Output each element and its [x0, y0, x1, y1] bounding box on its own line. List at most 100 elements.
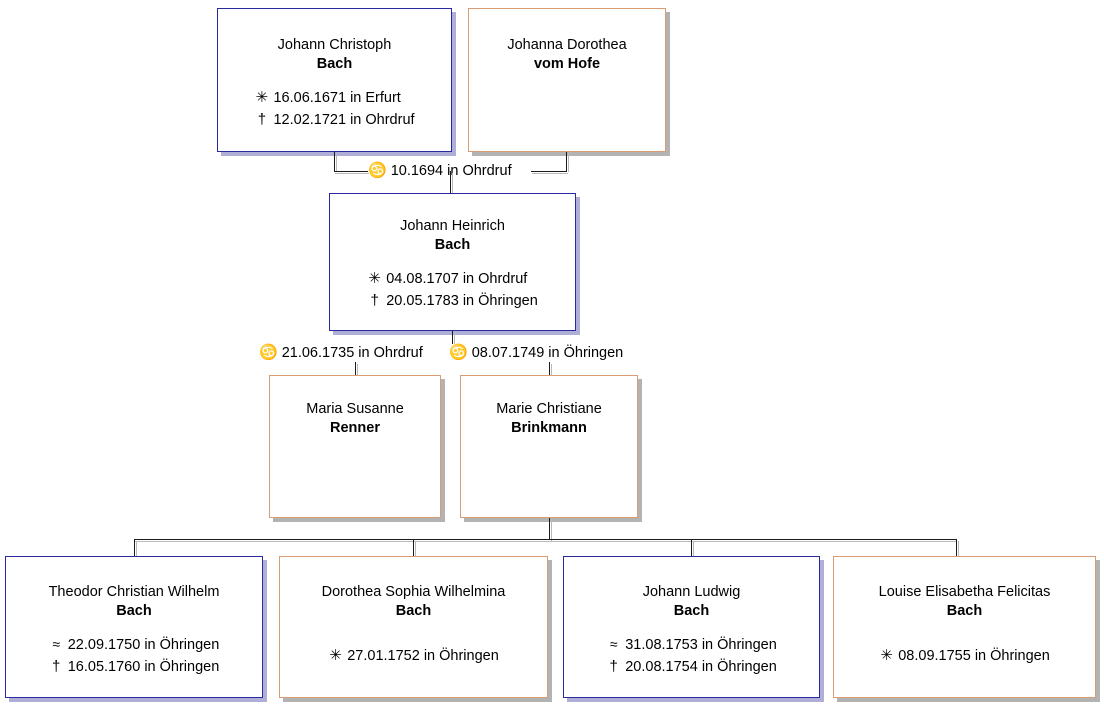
connector-shadow	[532, 173, 568, 174]
person-events: ≈ 31.08.1753 in Öhringen † 20.08.1754 in…	[606, 634, 777, 678]
person-box-dorothea-sophia-wilhelmina-bach[interactable]: Dorothea Sophia Wilhelmina Bach ✳ 27.01.…	[279, 556, 548, 698]
event-baptism: ≈ 31.08.1753 in Öhringen	[606, 634, 777, 656]
person-given-name: Maria Susanne	[306, 401, 404, 417]
person-given-name: Johann Ludwig	[642, 584, 741, 600]
sibling-bus-line	[134, 539, 956, 540]
person-surname: Bach	[434, 237, 471, 253]
person-events: ✳ 04.08.1707 in Ohrdruf † 20.05.1783 in …	[367, 268, 538, 312]
event-birth: ✳ 16.06.1671 in Erfurt	[254, 87, 414, 109]
event-birth: ✳ 04.08.1707 in Ohrdruf	[367, 268, 538, 290]
person-given-name: Johanna Dorothea	[507, 37, 627, 53]
person-surname: Brinkmann	[511, 420, 587, 436]
marriage-icon: ♋	[259, 344, 278, 361]
event-text: 16.05.1760 in Öhringen	[67, 659, 220, 675]
event-text: 16.06.1671 in Erfurt	[273, 90, 401, 106]
person-surname: Bach	[116, 603, 152, 619]
event-text: 27.01.1752 in Öhringen	[347, 648, 499, 664]
event-text: 08.09.1755 in Öhringen	[898, 648, 1050, 664]
death-icon: †	[609, 658, 618, 675]
connector-shadow	[136, 541, 137, 556]
person-events: ✳ 27.01.1752 in Öhringen	[328, 645, 499, 667]
person-given-name: Theodor Christian Wilhelm	[48, 584, 220, 600]
person-box-maria-susanne-renner[interactable]: Maria Susanne Renner	[269, 375, 441, 518]
connector-shadow	[568, 153, 569, 172]
birth-icon: ✳	[880, 647, 893, 664]
connector-line	[549, 518, 550, 539]
event-text: 31.08.1753 in Öhringen	[625, 637, 777, 653]
event-text: 12.02.1721 in Ohrdruf	[273, 112, 415, 128]
marriage-text: 10.1694 in Ohrdruf	[390, 163, 512, 179]
person-events: ≈ 22.09.1750 in Öhringen † 16.05.1760 in…	[49, 634, 220, 678]
event-baptism: ≈ 22.09.1750 in Öhringen	[49, 634, 220, 656]
marriage-icon: ♋	[368, 162, 387, 179]
marriage-icon: ♋	[449, 344, 468, 361]
person-given-name: Dorothea Sophia Wilhelmina	[321, 584, 506, 600]
connector-line	[452, 331, 453, 345]
birth-icon: ✳	[255, 89, 269, 106]
death-icon: †	[257, 111, 267, 128]
birth-icon: ✳	[329, 647, 342, 664]
connector-line	[531, 171, 567, 172]
connector-shadow	[551, 520, 552, 541]
person-box-johann-christoph-bach[interactable]: Johann Christoph Bach ✳ 16.06.1671 in Er…	[217, 8, 452, 152]
person-given-name: Marie Christiane	[496, 401, 602, 417]
person-box-louise-elisabetha-felicitas-bach[interactable]: Louise Elisabetha Felicitas Bach ✳ 08.09…	[833, 556, 1096, 698]
person-surname: Renner	[330, 420, 380, 436]
connector-line	[134, 539, 135, 556]
event-text: 22.09.1750 in Öhringen	[67, 637, 220, 653]
sibling-bus-shadow	[135, 541, 957, 542]
connector-line	[334, 171, 368, 172]
event-birth: ✳ 08.09.1755 in Öhringen	[879, 645, 1050, 667]
person-given-name: Johann Heinrich	[400, 218, 505, 234]
connector-shadow	[357, 364, 358, 376]
baptism-icon: ≈	[609, 636, 618, 652]
connector-line	[450, 171, 451, 193]
event-death: † 20.08.1754 in Öhringen	[606, 656, 777, 678]
connector-shadow	[454, 333, 455, 345]
connector-line	[956, 539, 957, 556]
person-box-johann-heinrich-bach[interactable]: Johann Heinrich Bach ✳ 04.08.1707 in Ohr…	[329, 193, 576, 331]
person-surname: Bach	[316, 56, 353, 72]
person-box-marie-christiane-brinkmann[interactable]: Marie Christiane Brinkmann	[460, 375, 638, 518]
event-text: 20.08.1754 in Öhringen	[625, 659, 777, 675]
event-death: † 16.05.1760 in Öhringen	[49, 656, 220, 678]
baptism-icon: ≈	[52, 636, 61, 652]
person-box-johanna-dorothea-vom-hofe[interactable]: Johanna Dorothea vom Hofe	[468, 8, 666, 152]
person-surname: Bach	[946, 603, 983, 619]
death-icon: †	[370, 292, 379, 309]
connector-shadow	[551, 364, 552, 376]
marriage-label-3: ♋08.07.1749 in Öhringen	[449, 344, 624, 362]
person-events: ✳ 16.06.1671 in Erfurt † 12.02.1721 in O…	[254, 87, 415, 131]
birth-icon: ✳	[368, 270, 381, 287]
connector-line	[413, 539, 414, 556]
person-box-theodor-christian-wilhelm-bach[interactable]: Theodor Christian Wilhelm Bach ≈ 22.09.1…	[5, 556, 263, 698]
connector-line	[549, 362, 550, 376]
connector-shadow	[958, 541, 959, 556]
marriage-text: 21.06.1735 in Ohrdruf	[281, 345, 423, 361]
person-given-name: Louise Elisabetha Felicitas	[878, 584, 1051, 600]
marriage-label-2: ♋21.06.1735 in Ohrdruf	[259, 344, 423, 362]
connector-line	[566, 152, 567, 171]
marriage-text: 08.07.1749 in Öhringen	[471, 345, 624, 361]
connector-shadow	[336, 153, 337, 172]
connector-line	[691, 539, 692, 556]
person-box-johann-ludwig-bach[interactable]: Johann Ludwig Bach ≈ 31.08.1753 in Öhrin…	[563, 556, 820, 698]
event-death: † 20.05.1783 in Öhringen	[367, 290, 538, 312]
connector-line	[355, 362, 356, 376]
person-surname: Bach	[673, 603, 710, 619]
connector-shadow	[693, 541, 694, 556]
person-surname: Bach	[395, 603, 432, 619]
person-events: ✳ 08.09.1755 in Öhringen	[879, 645, 1050, 667]
marriage-label-1: ♋10.1694 in Ohrdruf	[368, 162, 512, 180]
connector-shadow	[415, 541, 416, 556]
connector-shadow	[452, 173, 453, 193]
event-death: † 12.02.1721 in Ohrdruf	[254, 109, 415, 131]
death-icon: †	[52, 658, 61, 675]
person-given-name: Johann Christoph	[277, 37, 392, 53]
connector-shadow	[335, 173, 369, 174]
event-birth: ✳ 27.01.1752 in Öhringen	[328, 645, 499, 667]
connector-line	[334, 152, 335, 171]
event-text: 20.05.1783 in Öhringen	[386, 293, 538, 309]
person-surname: vom Hofe	[533, 56, 601, 72]
